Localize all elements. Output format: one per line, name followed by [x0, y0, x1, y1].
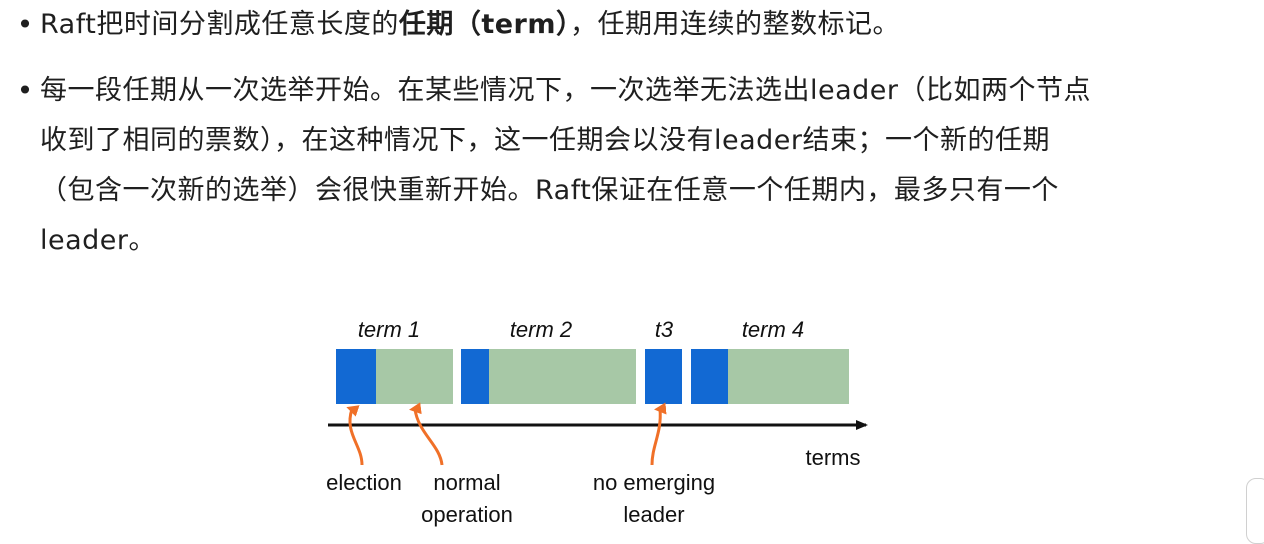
bullet-line: leader。 — [40, 225, 157, 256]
bullet-line: 每一段任期从一次选举开始。在某些情况下，一次选举无法选出leader（比如两个节… — [40, 75, 1092, 106]
bullet-marker: • — [16, 74, 34, 107]
axis-label: terms — [806, 445, 861, 470]
normal-operation-arrow — [409, 402, 444, 466]
normal-operation-segment — [376, 349, 453, 404]
bullet-line: 收到了相同的票数），在这种情况下，这一任期会以没有leader结束；一个新的任期 — [40, 125, 1051, 156]
bullet-text-bold: 任期（term） — [398, 9, 571, 40]
election-segment — [645, 349, 682, 404]
election-arrow — [346, 405, 364, 466]
bullet-text: Raft把时间分割成任意长度的任期（term），任期用连续的整数标记。 — [40, 0, 1250, 50]
no-emerging-leader-arrow — [650, 402, 667, 466]
term-label: term 1 — [358, 317, 420, 342]
bullet-text-prefix: Raft把时间分割成任意长度的 — [40, 9, 399, 40]
election-segment — [461, 349, 489, 404]
term-label: term 2 — [510, 317, 572, 342]
election-segment — [691, 349, 728, 404]
annotation-no-emerging: no emerging — [593, 470, 715, 495]
bullet-line: （包含一次新的选举）会很快重新开始。Raft保证在任意一个任期内，最多只有一个 — [40, 175, 1059, 206]
term-label: t3 — [655, 317, 674, 342]
normal-operation-segment — [728, 349, 849, 404]
side-panel-handle[interactable] — [1246, 478, 1264, 544]
annotation-election: election — [326, 470, 402, 495]
bullet-text: 每一段任期从一次选举开始。在某些情况下，一次选举无法选出leader（比如两个节… — [40, 66, 1250, 266]
bullet-marker: • — [16, 8, 34, 41]
election-segment — [336, 349, 376, 404]
term-label: term 4 — [742, 317, 804, 342]
annotation-normal: normal — [433, 470, 500, 495]
raft-terms-diagram: term 1 term 2 t3 term 4 terms election n… — [300, 305, 920, 542]
annotation-operation: operation — [421, 502, 513, 527]
annotation-leader: leader — [623, 502, 684, 527]
terms-diagram-svg: term 1 term 2 t3 term 4 terms election n… — [326, 317, 868, 527]
normal-operation-segment — [489, 349, 636, 404]
bullet-text-suffix: ，任期用连续的整数标记。 — [570, 9, 901, 40]
